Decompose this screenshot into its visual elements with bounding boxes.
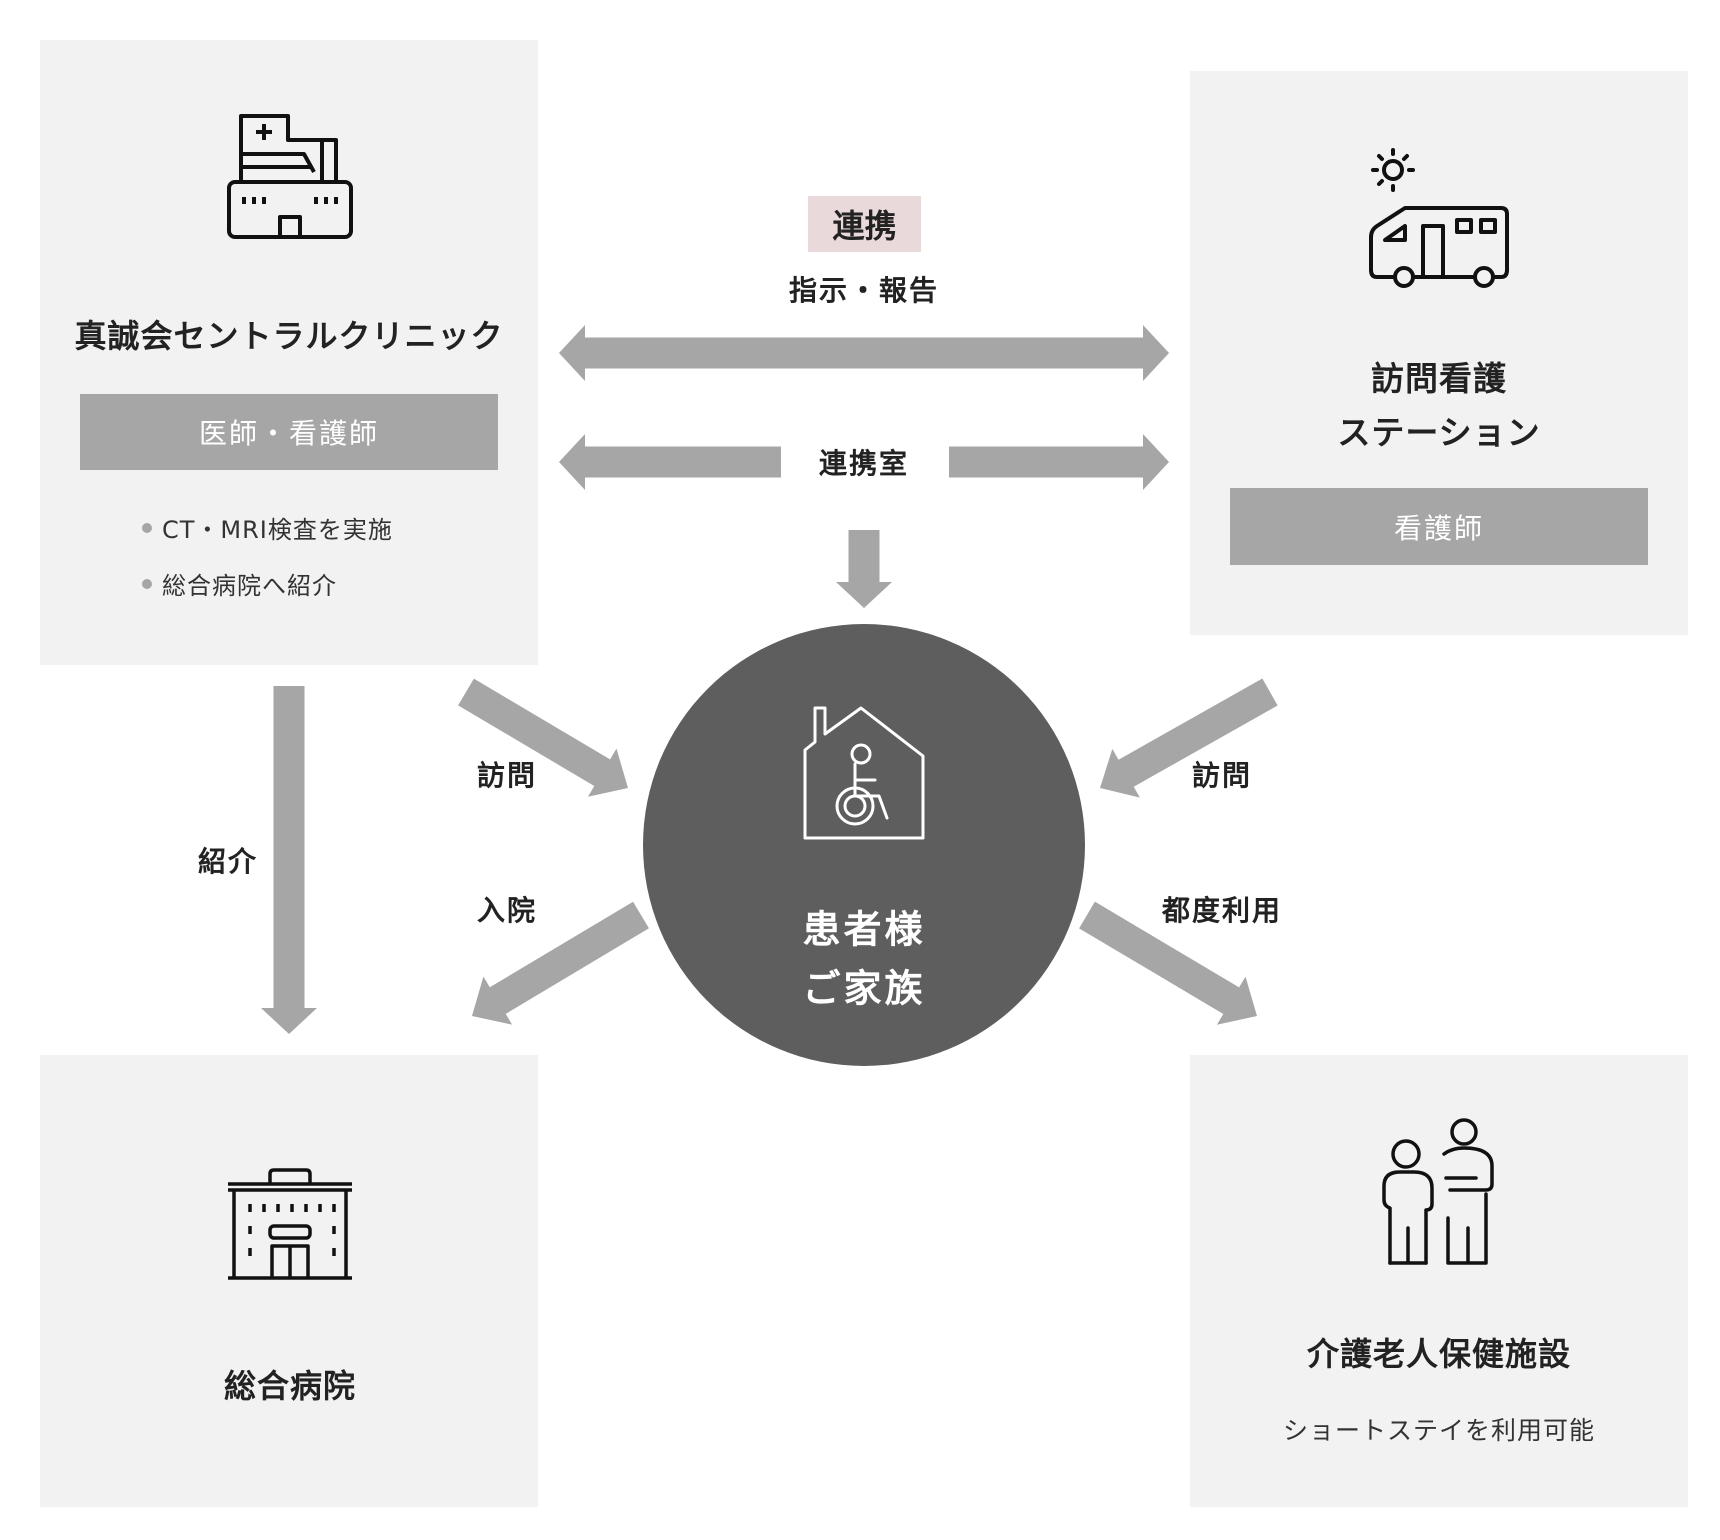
care-facility-title: 介護老人保健施設 (1306, 1335, 1572, 1373)
clinic-bullet-item: CT・MRI検査を実施 (142, 510, 393, 545)
general-hospital-title: 総合病院 (223, 1367, 357, 1405)
cooperation-room-label: 連携室 (818, 447, 910, 480)
clinic-title: 真誠会セントラルクリニック (74, 317, 504, 355)
referral-label: 紹介 (197, 845, 259, 878)
referral-arrow (261, 686, 317, 1034)
facility-use-label: 都度利用 (1161, 894, 1283, 927)
home-wheelchair-icon (803, 706, 925, 840)
center-line2: ご家族 (802, 966, 926, 1011)
nursing-station-role-label: 看護師 (1230, 488, 1648, 565)
care-facility-box (1190, 1055, 1688, 1507)
visiting-van-icon (1369, 148, 1509, 288)
facility-use-arrow (1079, 901, 1257, 1025)
clinic-visit-arrow (458, 678, 628, 797)
instruction-report-label: 指示・報告 (788, 274, 940, 307)
care-facility-note: ショートステイを利用可能 (1282, 1416, 1596, 1445)
cooperation-room-left-arrow (559, 434, 781, 490)
bullet-dot-icon (142, 578, 152, 589)
general-hospital-icon (228, 1168, 352, 1280)
clinic-visit-label: 訪問 (476, 759, 538, 792)
cooperation-badge: 連携 (808, 196, 921, 252)
cooperation-to-patient-arrow (836, 530, 892, 608)
center-line1: 患者様 (802, 907, 926, 952)
clinic-role-label: 医師・看護師 (80, 394, 498, 470)
instruction-report-double-arrow (559, 325, 1169, 381)
admission-label: 入院 (476, 894, 538, 927)
nursing-station-title-line2: ステーション (1337, 413, 1541, 452)
nursing-station-title-line1: 訪問看護 (1371, 359, 1507, 398)
clinic-building-icon (227, 114, 353, 239)
caregiver-elderly-icon (1382, 1118, 1494, 1265)
admission-arrow (472, 901, 649, 1025)
nursing-visit-arrow (1100, 678, 1278, 798)
nursing-visit-label: 訪問 (1191, 759, 1253, 792)
clinic-bullet-item: 総合病院へ紹介 (142, 566, 337, 601)
bullet-dot-icon (142, 522, 152, 533)
clinic-box (40, 40, 538, 665)
cooperation-room-right-arrow (949, 434, 1169, 490)
patient-family-circle (643, 624, 1085, 1066)
general-hospital-box (40, 1055, 538, 1507)
